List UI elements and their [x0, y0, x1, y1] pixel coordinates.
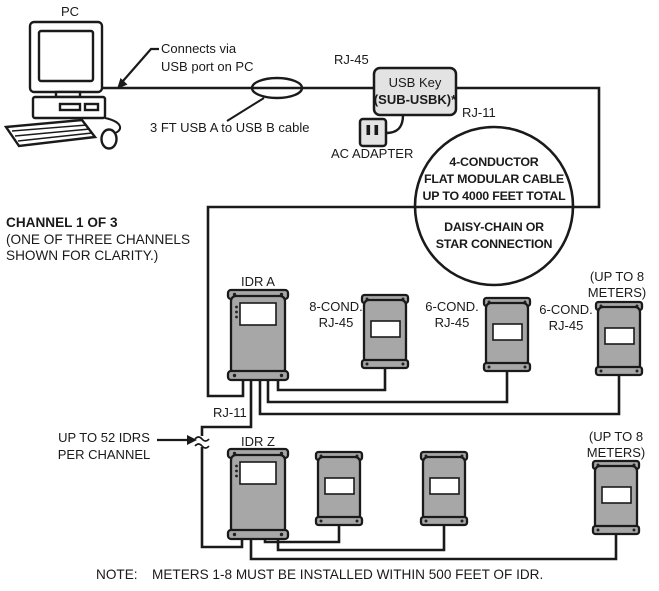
wire-idra-meter2 [266, 366, 509, 404]
meter-display [324, 477, 355, 495]
wire-daisy-chain [200, 376, 253, 549]
idr-display [239, 302, 277, 326]
meter-a1-label-line1: 8-COND. [309, 299, 362, 314]
note-prefix: NOTE: [96, 567, 138, 582]
connects-via-arrow [117, 47, 159, 89]
up-to-52-line1: UP TO 52 IDRS [58, 430, 150, 445]
usb-cable-label: 3 FT USB A to USB B cable [150, 120, 309, 135]
ac-adapter-plug [358, 117, 388, 148]
meter-display [429, 477, 460, 495]
pc-keyboard-keys [11, 124, 93, 142]
meter-display [492, 323, 523, 341]
idr-z-label: IDR Z [241, 434, 275, 449]
up-to-8-bottom-line1: (UP TO 8 [589, 429, 643, 444]
connection-note-line1: DAISY-CHAIN OR [444, 220, 544, 234]
idr-bottom-flange [226, 528, 290, 541]
pc-label: PC [61, 4, 79, 19]
wire-rj11-main [206, 86, 601, 398]
wire-idrz-meter2 [276, 520, 446, 552]
meter-a1-label-line2: RJ-45 [319, 315, 354, 330]
idr-z-device [226, 447, 290, 541]
idr-display [239, 461, 277, 485]
wire-idra-meter3 [258, 370, 621, 416]
cable-break-symbol [194, 436, 210, 449]
cable-annotation-circle [413, 125, 575, 287]
meter-a2-device [482, 296, 532, 373]
meter-a3-device [594, 300, 644, 377]
cable-note-line2: FLAT MODULAR CABLE [424, 172, 564, 186]
up-to-52-line2: PER CHANNEL [58, 447, 150, 462]
rj45-label: RJ-45 [334, 52, 369, 67]
meter-a2-label-line1: 6-COND. [425, 299, 478, 314]
ac-adapter-cable [385, 114, 405, 135]
cable-note-line3: UP TO 4000 FEET TOTAL [423, 189, 567, 203]
connection-note-line2: STAR CONNECTION [436, 237, 553, 251]
idr-a-device [226, 288, 290, 382]
meter-b1-device [314, 450, 364, 527]
channel-heading: CHANNEL 1 OF 3 [6, 215, 118, 230]
meter-a3-label-line2: RJ-45 [549, 318, 584, 333]
channel-sub-line2: SHOWN FOR CLARITY.) [6, 248, 158, 263]
pc-illustration [3, 20, 121, 150]
up-to-8-top-line1: (UP TO 8 [590, 269, 644, 284]
meter-display [604, 327, 635, 345]
wire-idra-meter1 [276, 362, 387, 392]
rj11-label-top: RJ-11 [462, 105, 496, 120]
channel-sub-line1: (ONE OF THREE CHANNELS [6, 232, 190, 247]
usb-key-line2: (SUB-USBK)* [374, 92, 457, 107]
wire-idrz-meter3 [249, 529, 618, 561]
note-body: METERS 1-8 MUST BE INSTALLED WITHIN 500 … [152, 567, 543, 582]
ac-adapter-label: AC ADAPTER [331, 146, 413, 161]
pc-drive-bay1 [58, 102, 82, 112]
meter-b2-device [419, 450, 469, 527]
meter-display [370, 320, 401, 338]
meter-display [601, 486, 632, 504]
usb-key-box [372, 66, 458, 117]
meter-a2-label-line2: RJ-45 [435, 315, 470, 330]
meter-b3-device [591, 459, 641, 536]
pc-mouse [100, 128, 118, 150]
up-to-8-bottom-line2: METERS) [587, 445, 646, 460]
usb-cable-coil [250, 76, 304, 100]
pc-drive-bay2 [83, 102, 100, 112]
meter-a3-label-line1: 6-COND. [539, 302, 592, 317]
connects-via-line1: Connects via [161, 41, 237, 56]
usb-key-line1: USB Key [389, 75, 442, 90]
up-to-8-top-line2: METERS) [588, 285, 647, 300]
up-to-52-arrow [157, 435, 197, 445]
pc-screen [37, 29, 95, 83]
meter-a1-device [360, 293, 410, 370]
connects-via-line2: USB port on PC [161, 59, 254, 74]
cable-note-line1: 4-CONDUCTOR [449, 155, 538, 169]
idr-a-label: IDR A [241, 274, 275, 289]
idr-bottom-flange [226, 369, 290, 382]
rj11-label-bottom: RJ-11 [213, 405, 247, 420]
usb-cable-pointer-line [226, 97, 265, 122]
